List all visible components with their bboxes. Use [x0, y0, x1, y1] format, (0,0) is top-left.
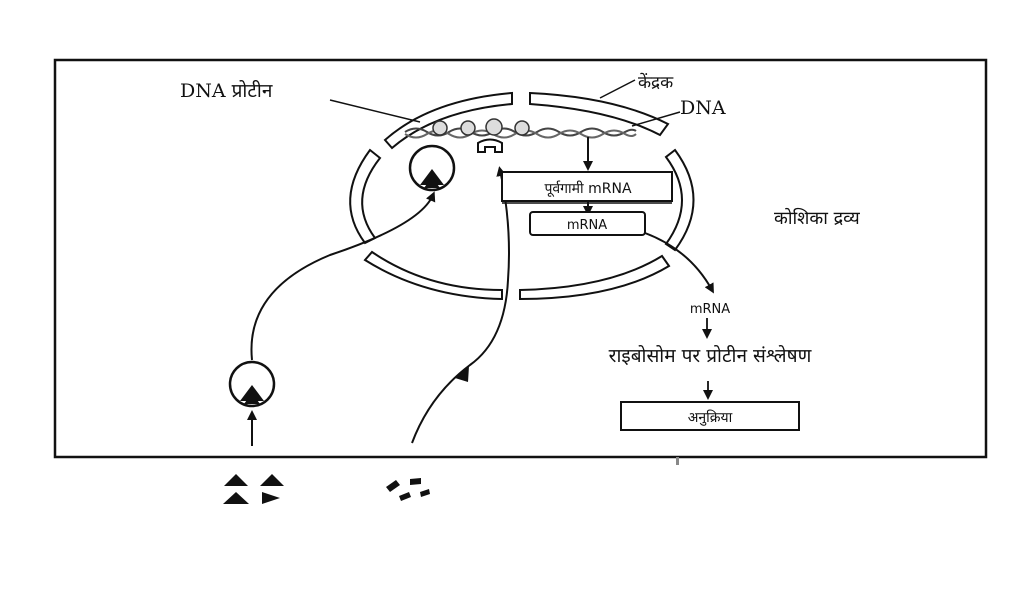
envelope-bottom-left [363, 250, 503, 301]
dna-strand [404, 118, 637, 139]
label-cytoplasm: कोशिका द्रव्य [774, 207, 860, 229]
boundary-mark [676, 457, 679, 465]
hormone-molecules-right [386, 478, 430, 501]
envelope-left [349, 148, 382, 245]
dna-binding-protein [477, 138, 503, 153]
label-nucleus: केंद्रक [638, 72, 674, 93]
leader-dna-protein [329, 99, 421, 123]
mid-arrowhead [455, 366, 469, 382]
envelope-top-left [383, 91, 513, 150]
label-dna-protein: DNA प्रोटीन [180, 79, 273, 102]
leader-nucleus [599, 79, 636, 99]
arrow-second-messenger-path [411, 166, 510, 444]
reaction-box [620, 401, 800, 431]
label-pre-mrna: पूर्वगामी mRNA [544, 180, 632, 197]
label-mrna-box: mRNA [567, 218, 607, 233]
hormone-molecules-left [223, 474, 284, 504]
mrna-box [529, 211, 646, 236]
arrow-receptor-to-nucleus [250, 191, 436, 361]
label-ribosome-synthesis: राइबोसोम पर प्रोटीन संश्लेषण [609, 344, 812, 367]
envelope-bottom-right [519, 254, 671, 301]
label-mrna-free: mRNA [690, 302, 730, 317]
envelope-top-right [529, 91, 670, 137]
cytoplasmic-receptor-complex [228, 360, 276, 408]
leader-dna [631, 111, 681, 127]
label-reaction: अनुक्रिया [688, 409, 733, 426]
nuclear-receptor-complex [408, 144, 456, 192]
cell-boundary [53, 58, 988, 459]
label-dna: DNA [680, 97, 726, 119]
pre-mrna-box [501, 171, 673, 202]
arrow-mrna-exit [644, 232, 714, 294]
